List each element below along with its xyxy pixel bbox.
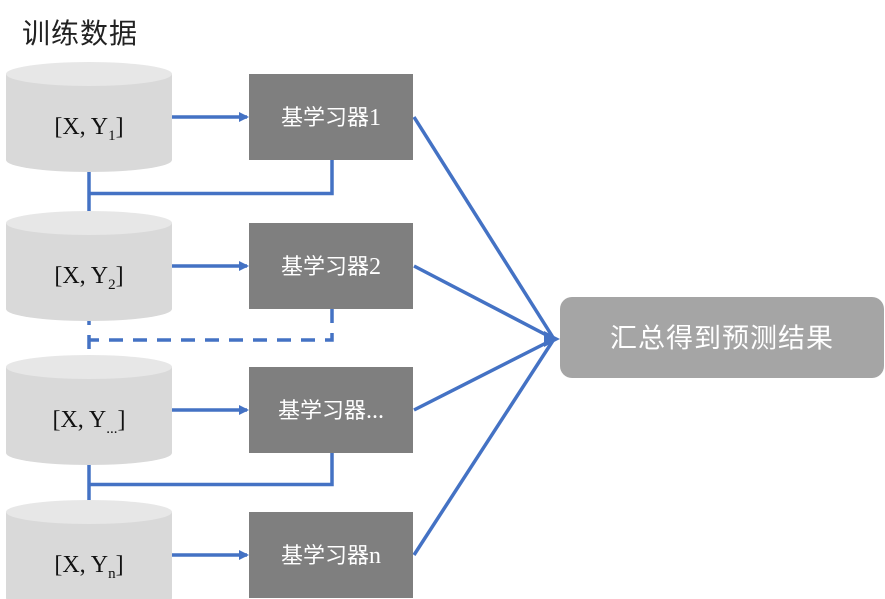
feedback-line-solid (89, 453, 334, 487)
dataset-label-subscript: n (108, 566, 116, 582)
base-learner-box: 基学习器2 (249, 223, 413, 309)
learner-rect (249, 367, 413, 453)
feedback-line-dashed (89, 309, 334, 342)
dataset-label: [X, Yn] (54, 552, 123, 582)
dataset-label-subscript: 1 (108, 128, 116, 144)
base-learner-box: 基学习器... (249, 367, 413, 453)
learner-rect (249, 512, 413, 598)
learner-label-text: 基学习器 (281, 106, 369, 131)
learner-label-text: 基学习器 (281, 544, 369, 569)
learner-rect (249, 223, 413, 309)
learner-label: 基学习器1 (281, 105, 381, 131)
learner-rect (249, 74, 413, 160)
learner-label-index: 2 (369, 254, 381, 280)
result-arrowhead (544, 331, 560, 347)
dataset-cylinder: [X, Y...] (6, 355, 172, 465)
dataset-cylinder: [X, Y2] (6, 211, 172, 321)
learner-to-result-line (413, 337, 555, 412)
learner-label-text: 基学习器 (281, 255, 369, 280)
dataset-label-suffix: ] (118, 407, 126, 433)
dataset-cylinder: [X, Yn] (6, 500, 172, 599)
learner-label: 基学习器n (281, 543, 381, 569)
result-label: 汇总得到预测结果 (610, 324, 834, 355)
learner-label-index: 1 (369, 105, 381, 131)
cylinder-top (6, 500, 172, 524)
dataset-label-suffix: ] (116, 263, 124, 289)
learner-label-text: 基学习器 (278, 399, 366, 424)
base-learner-box: 基学习器1 (249, 74, 413, 160)
diagram-title: 训练数据 (22, 17, 139, 50)
cylinder-top (6, 211, 172, 235)
cylinder-body (6, 367, 172, 465)
base-learner-box: 基学习器n (249, 512, 413, 598)
dataset-label-prefix: [X, Y (54, 552, 108, 578)
cylinder-body (6, 74, 172, 172)
dataset-label-prefix: [X, Y (54, 114, 108, 140)
learner-to-result-line (413, 264, 555, 341)
dataset-label: [X, Y1] (54, 114, 123, 144)
dataset-label-suffix: ] (116, 552, 124, 578)
learner-to-result-line (412, 116, 556, 340)
dataset-label-subscript: 2 (108, 277, 116, 293)
dataset-label: [X, Y2] (54, 263, 123, 293)
dataset-label-suffix: ] (116, 114, 124, 140)
dataset-cylinder: [X, Y1] (6, 62, 172, 172)
learner-to-result-line (412, 338, 556, 556)
feedback-line-solid (89, 160, 334, 196)
dataset-label: [X, Y...] (52, 407, 125, 437)
dataset-label-subscript: ... (106, 421, 117, 437)
learner-label: 基学习器... (278, 398, 384, 424)
learner-label-index: ... (366, 398, 384, 424)
dataset-label-prefix: [X, Y (54, 263, 108, 289)
learner-label: 基学习器2 (281, 254, 381, 280)
dataset-label-prefix: [X, Y (52, 407, 106, 433)
learner-label-index: n (369, 543, 381, 569)
cylinder-body (6, 223, 172, 321)
cylinder-top (6, 355, 172, 379)
cylinder-top (6, 62, 172, 86)
cylinder-body (6, 512, 172, 599)
result-box: 汇总得到预测结果 (560, 297, 884, 378)
result-rect (560, 297, 884, 378)
